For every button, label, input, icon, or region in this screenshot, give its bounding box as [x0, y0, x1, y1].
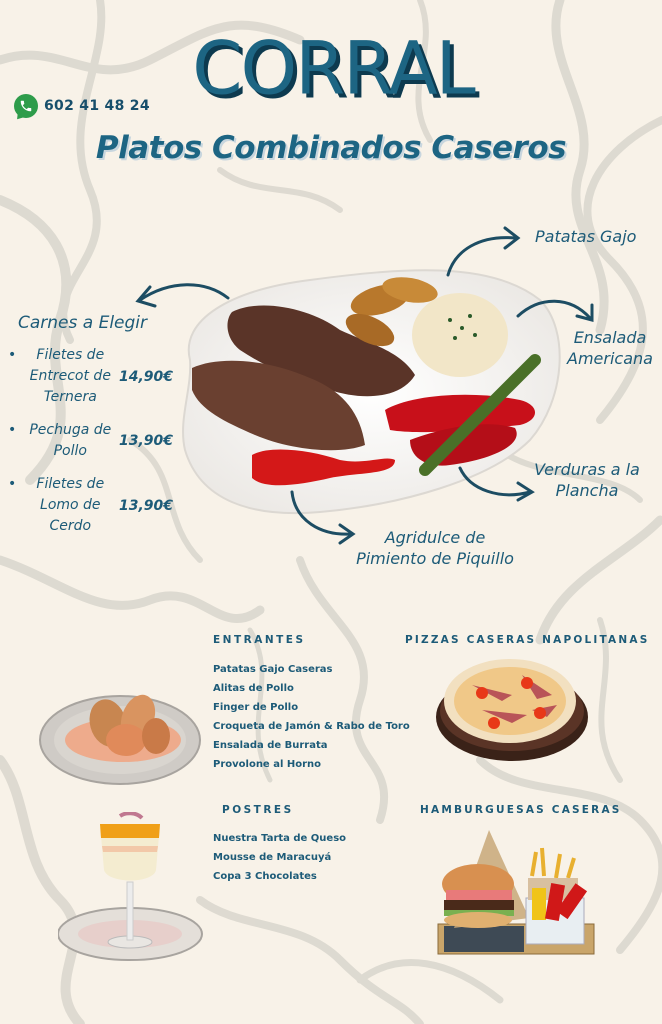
label-agridulce-piquillo: Agridulce de Pimiento de Piquillo	[340, 527, 530, 569]
meat-option: • Filetes de Lomo de Cerdo 13,90€	[8, 474, 173, 537]
menu-item: Mousse de Maracuyá	[213, 852, 332, 863]
meat-name-line: Lomo de	[40, 497, 101, 513]
whatsapp-icon	[14, 94, 38, 118]
menu-item: Croqueta de Jamón & Rabo de Toro	[213, 721, 410, 732]
meat-name-line: Cerdo	[49, 518, 92, 534]
meat-name-line: Ternera	[43, 389, 97, 405]
label-line: Verduras a la	[534, 460, 640, 479]
meat-name-line: Pechuga de	[29, 422, 112, 438]
bullet: •	[8, 422, 17, 438]
menu-item: Alitas de Pollo	[213, 683, 294, 694]
meat-price: 14,90€	[118, 368, 173, 385]
combo-plate-image	[182, 269, 561, 515]
meat-name: Filetes de Entrecot de Ternera	[22, 345, 119, 408]
label-line: Americana	[567, 349, 653, 368]
postres-list: Nuestra Tarta de Queso Mousse de Maracuy…	[213, 829, 346, 886]
pizzas-title: PIZZAS CASERAS NAPOLITANAS	[405, 634, 650, 646]
label-patatas-gajo: Patatas Gajo	[535, 227, 637, 246]
label-line: Agridulce de	[384, 528, 486, 547]
menu-item: Patatas Gajo Caseras	[213, 664, 333, 675]
entrantes-title: ENTRANTES	[213, 634, 306, 646]
menu-item: Nuestra Tarta de Queso	[213, 833, 347, 844]
label-line: Pimiento de Piquillo	[356, 549, 514, 568]
bullet: •	[8, 347, 17, 363]
meat-option: • Pechuga de Pollo 13,90€	[8, 420, 173, 462]
label-line: Ensalada	[573, 328, 647, 347]
meat-option: • Filetes de Entrecot de Ternera 14,90€	[8, 345, 173, 408]
bullet: •	[8, 476, 17, 492]
phone-number: 602 41 48 24	[44, 98, 150, 114]
label-line: Plancha	[555, 481, 619, 500]
menu-item: Ensalada de Burrata	[213, 740, 328, 751]
carnes-title: Carnes a Elegir	[18, 313, 148, 333]
pizza-image	[436, 659, 588, 761]
label-ensalada-americana: Ensalada Americana	[560, 327, 660, 369]
burger-image	[437, 830, 595, 955]
meat-options-list: • Filetes de Entrecot de Ternera 14,90€ …	[8, 345, 173, 549]
menu-item: Copa 3 Chocolates	[213, 871, 317, 882]
meat-name: Filetes de Lomo de Cerdo	[22, 474, 119, 537]
meat-name-line: Entrecot de	[29, 368, 111, 384]
meat-name: Pechuga de Pollo	[22, 420, 119, 462]
label-verduras-plancha: Verduras a la Plancha	[522, 459, 652, 501]
dessert-image	[58, 812, 203, 961]
meat-price: 13,90€	[118, 497, 173, 514]
entrantes-list: Patatas Gajo Caseras Alitas de Pollo Fin…	[213, 660, 410, 774]
postres-title: POSTRES	[222, 804, 294, 816]
meat-name-line: Pollo	[53, 443, 87, 459]
meat-price: 13,90€	[118, 433, 173, 449]
meat-name-line: Filetes de	[36, 476, 105, 492]
brand-logo: CORRAL	[192, 25, 475, 111]
page-subtitle: Platos Combinados Caseros	[95, 130, 567, 166]
patatas-image	[39, 694, 201, 785]
hamburguesas-title: HAMBURGUESAS CASERAS	[420, 804, 622, 816]
menu-item: Provolone al Horno	[213, 759, 322, 770]
phone-contact[interactable]: 602 41 48 24	[14, 94, 150, 118]
meat-name-line: Filetes de	[36, 347, 105, 363]
menu-item: Finger de Pollo	[213, 702, 299, 713]
